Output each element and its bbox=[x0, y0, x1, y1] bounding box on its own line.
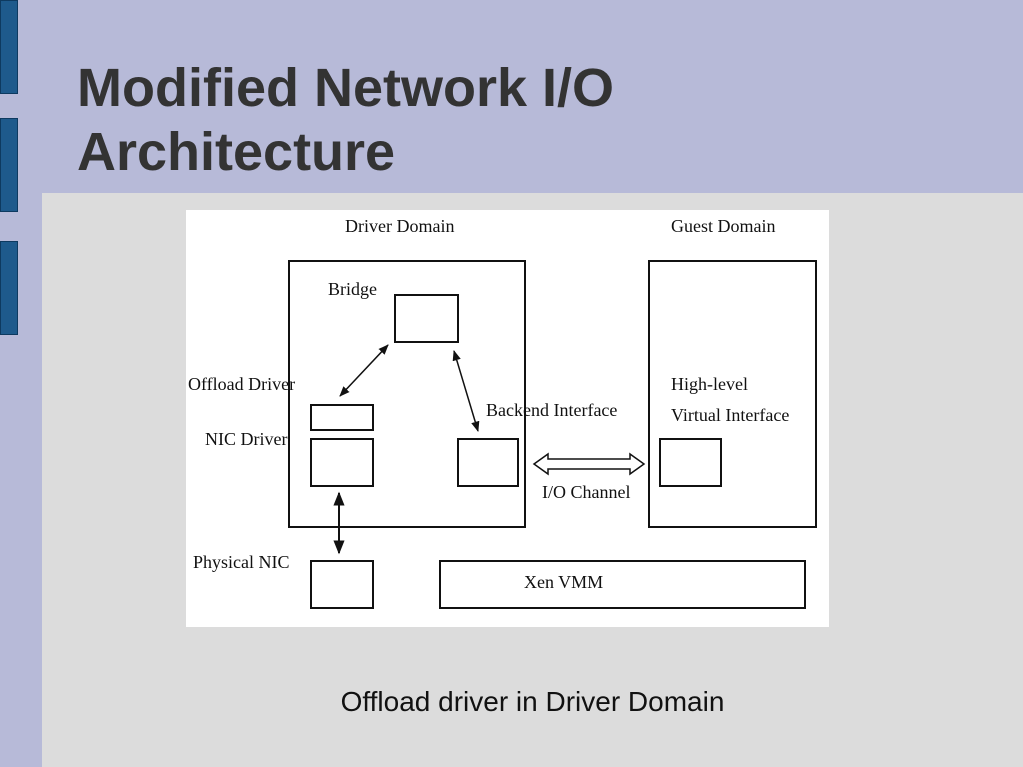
physical-nic-box bbox=[310, 560, 374, 609]
figure-caption: Offload driver in Driver Domain bbox=[340, 686, 725, 717]
bridge-label: Bridge bbox=[328, 279, 377, 299]
io-channel-label: I/O Channel bbox=[542, 482, 630, 502]
slide-title: Modified Network I/O Architecture bbox=[77, 56, 614, 184]
nic-driver-box bbox=[310, 438, 374, 487]
driver-domain-box bbox=[288, 260, 526, 528]
xen-vmm-box bbox=[439, 560, 806, 609]
xen-vmm-label: Xen VMM bbox=[524, 572, 603, 592]
driver-domain-label: Driver Domain bbox=[345, 216, 454, 236]
backend-interface-label: Backend Interface bbox=[486, 400, 617, 420]
nic-driver-label: NIC Driver bbox=[205, 429, 287, 449]
arrow-offload-bridge bbox=[339, 344, 389, 397]
high-level-label-line2: Virtual Interface bbox=[671, 405, 789, 425]
bridge-box bbox=[394, 294, 459, 343]
diagram-svg: Driver Domain Guest Domain Bridge Offloa… bbox=[188, 216, 817, 609]
backend-interface-box bbox=[457, 438, 519, 487]
accent-bar-2 bbox=[0, 118, 18, 212]
accent-bar-1 bbox=[0, 0, 18, 94]
physical-nic-label: Physical NIC bbox=[193, 552, 290, 572]
offload-driver-box bbox=[310, 404, 374, 431]
io-channel-arrow bbox=[532, 452, 646, 476]
accent-bar-3 bbox=[0, 241, 18, 335]
virtual-interface-box bbox=[659, 438, 722, 487]
slide-title-line-1: Modified Network I/O bbox=[77, 58, 615, 118]
offload-driver-label: Offload Driver bbox=[188, 374, 295, 394]
high-level-label-line1: High-level bbox=[671, 374, 748, 394]
guest-domain-box bbox=[648, 260, 817, 528]
slide-title-line-2: Architecture bbox=[77, 122, 396, 182]
arrow-bridge-backend bbox=[452, 349, 480, 433]
architecture-diagram: Driver Domain Guest Domain Bridge Offloa… bbox=[186, 210, 829, 627]
guest-domain-label: Guest Domain bbox=[671, 216, 775, 236]
